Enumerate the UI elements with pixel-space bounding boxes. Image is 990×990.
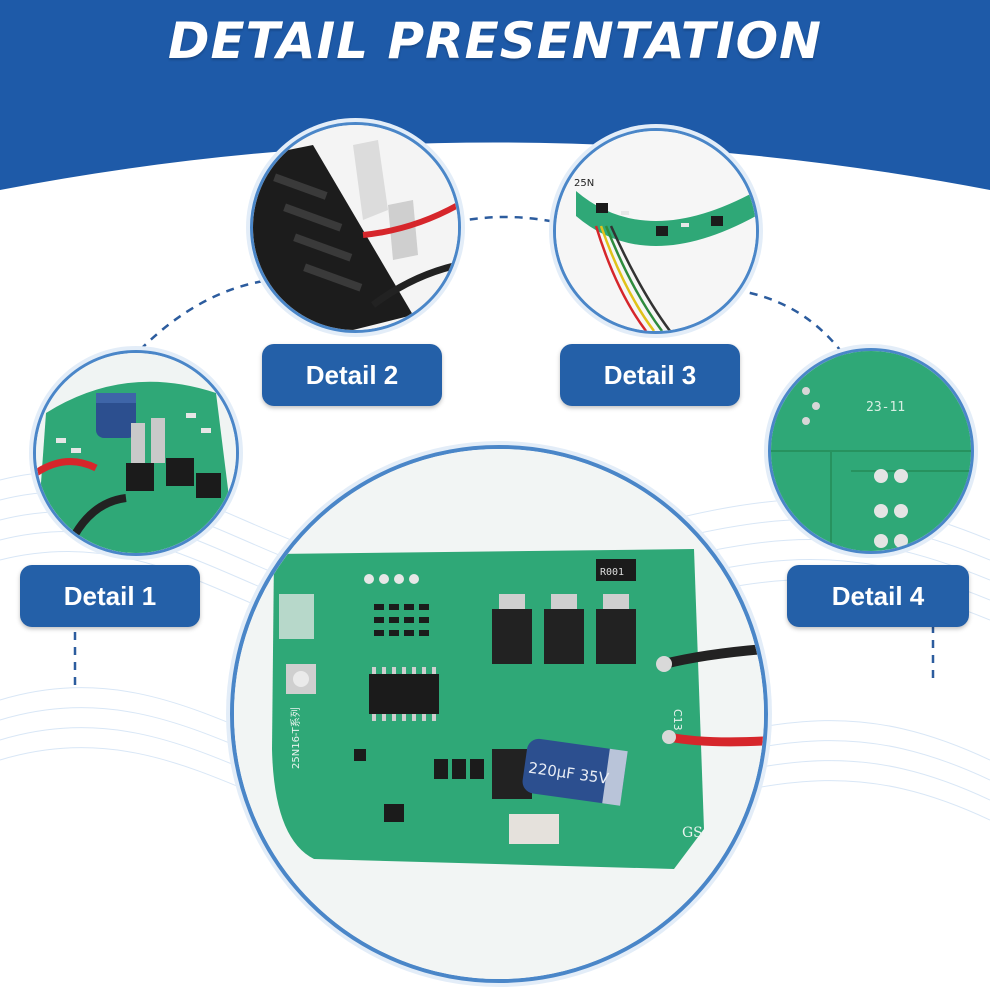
detail-1-label: Detail 1 xyxy=(20,565,200,627)
c13-marking: C13 xyxy=(671,709,684,731)
dashed-connectors xyxy=(73,215,935,685)
pcb-closeup-image xyxy=(36,353,236,553)
solder-pads-closeup-image: 23-11 xyxy=(771,351,971,551)
led-board-closeup-image: 25N xyxy=(556,131,756,331)
detail-4-label: Detail 4 xyxy=(787,565,969,627)
connector-closeup-image xyxy=(253,125,458,330)
detail-4-photo: 23-11 xyxy=(768,348,974,554)
detail-1-photo xyxy=(33,350,239,556)
detail-2-label: Detail 2 xyxy=(262,344,442,406)
header-band xyxy=(0,0,990,190)
detail-3-label: Detail 3 xyxy=(560,344,740,406)
main-board-photo: R001 220µF 35V 25N16-T系列 GS C13 xyxy=(230,445,768,983)
detail-2-photo xyxy=(250,122,461,333)
detail-4-marking: 23-11 xyxy=(866,400,905,415)
detail-3-marking: 25N xyxy=(574,178,594,189)
board-model-marking: 25N16-T系列 xyxy=(289,707,302,769)
resistor-marking: R001 xyxy=(600,567,624,578)
page-title: DETAIL PRESENTATION xyxy=(168,12,822,70)
main-pcb-image: R001 220µF 35V 25N16-T系列 GS C13 xyxy=(234,449,764,979)
detail-3-photo: 25N xyxy=(553,128,759,334)
gs-marking: GS xyxy=(682,825,703,841)
